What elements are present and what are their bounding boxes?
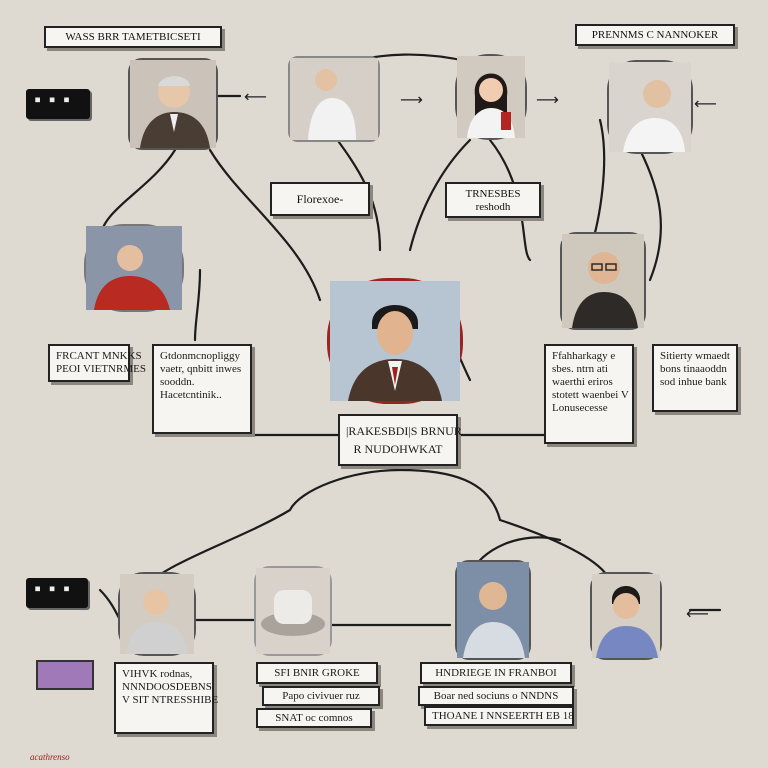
info-box-left-b: Gtdonmcnopliggy vaetr, qnbitt inwes sood… xyxy=(152,344,252,434)
person-illustration-icon xyxy=(457,56,525,138)
info-box-left-b-line: Hacetcntinik.. xyxy=(160,389,222,401)
portrait-man-dark-hair xyxy=(590,572,662,660)
portrait-woman xyxy=(455,54,527,140)
info-box-bottom-right-b: Boar ned sociuns o NNDNS xyxy=(418,686,574,706)
person-illustration-icon xyxy=(86,226,182,310)
title-label-right-text: PRENNMS C NANNOKER xyxy=(591,29,719,41)
label-box-florexoe: Florexoe- xyxy=(270,182,370,216)
info-box-bottom-left-line: VIHVK rodnas, xyxy=(122,668,193,680)
person-illustration-icon xyxy=(562,234,644,328)
info-box-bottom-left: VIHVK rodnas, NNNDOOSDEBNS V SIT NTRESSH… xyxy=(114,662,219,734)
info-box-bottom-right-line: HNDRIEGE IN FRANBOI xyxy=(435,667,557,679)
info-box-bottom-mid-c: SNAT oc comnos xyxy=(256,708,372,728)
info-box-left-a-line: PEOI VIETNRMES xyxy=(56,363,146,375)
info-box-bottom-left-line: NNNDOOSDEBNS xyxy=(122,681,212,693)
info-box-left-b-line: vaetr, qnbitt inwes xyxy=(160,363,242,375)
title-label-right: PRENNMS C NANNOKER xyxy=(575,24,735,46)
info-box-bottom-right-line: Boar ned sociuns o NNDNS xyxy=(433,690,559,702)
person-illustration-icon xyxy=(609,62,691,152)
portrait-bald-man xyxy=(118,572,196,656)
info-box-right-a-line: Ffahharkagy e xyxy=(552,350,616,362)
info-box-right-a-line: Lonusecesse xyxy=(552,402,608,414)
title-label-left-text: WASS BRR TAMETBICSETI xyxy=(65,31,201,43)
info-box-bottom-mid-line: SFI BNIR GROKE xyxy=(274,667,360,679)
center-caption-line: |RAKESBDI|S BRNUR xyxy=(346,424,462,438)
center-caption-box: |RAKESBDI|S BRNUR R NUDOHWKAT xyxy=(338,414,462,466)
purple-tag xyxy=(36,660,94,690)
info-box-right-b-line: Sitierty wmaedt xyxy=(660,350,730,362)
arrow-left-icon: ⟵ xyxy=(686,604,709,623)
person-illustration-icon xyxy=(290,58,378,140)
info-box-bottom-right-c: THOANE I NNSEERTH EB 18 xyxy=(424,706,574,726)
label-box-florexoe-text: Florexoe- xyxy=(296,192,344,206)
dark-badge-bottom: ▪ ▪ ▪ xyxy=(26,578,88,608)
info-box-bottom-mid-line: SNAT oc comnos xyxy=(275,712,353,724)
info-box-right-b: Sitierty wmaedt bons tinaaoddn sod inhue… xyxy=(652,344,738,412)
dark-badge-bottom-text: ▪ ▪ ▪ xyxy=(34,581,71,595)
center-caption-line: R NUDOHWKAT xyxy=(353,442,443,456)
portrait-hat xyxy=(254,566,332,656)
person-illustration-icon xyxy=(592,574,660,658)
hat-illustration-icon xyxy=(256,568,330,654)
info-box-left-b-line: sooddn. xyxy=(160,376,195,388)
info-box-bottom-mid-a: SFI BNIR GROKE xyxy=(256,662,378,684)
person-illustration-icon xyxy=(130,60,216,148)
arrow-right-icon: ⟶ xyxy=(400,90,423,109)
portrait-man-blue xyxy=(455,560,531,660)
portrait-man-glasses xyxy=(560,232,646,330)
dark-badge-top: ▪ ▪ ▪ xyxy=(26,89,90,119)
info-box-bottom-mid-line: Papo civivuer ruz xyxy=(282,690,360,702)
label-box-trnesbes-line: TRNESBES xyxy=(465,188,521,200)
dark-badge-top-text: ▪ ▪ ▪ xyxy=(34,92,71,106)
portrait-seated-figure xyxy=(288,56,380,142)
arrow-right-icon: ⟶ xyxy=(536,90,559,109)
portrait-man-profile xyxy=(607,60,693,154)
info-box-right-a-line: sbes. ntrn ati xyxy=(552,363,608,375)
arrow-left-icon: ⟵ xyxy=(694,94,717,113)
label-box-trnesbes: TRNESBES reshodh xyxy=(445,182,541,218)
info-box-bottom-right-line: THOANE I NNSEERTH EB 18 xyxy=(432,710,574,722)
person-illustration-icon xyxy=(457,562,529,658)
person-illustration-icon xyxy=(120,574,194,654)
portrait-central-figure xyxy=(327,278,463,404)
portrait-older-man xyxy=(128,58,218,150)
info-box-left-a: FRCANT MNKKS PEOI VIETNRMES xyxy=(48,344,146,382)
title-label-left: WASS BRR TAMETBICSETI xyxy=(44,26,222,48)
arrow-left-icon: ⟵ xyxy=(244,87,267,106)
label-box-trnesbes-line: reshodh xyxy=(475,201,511,213)
info-box-right-b-line: sod inhue bank xyxy=(660,376,727,388)
info-box-right-a: Ffahharkagy e sbes. ntrn ati waerthi eri… xyxy=(544,344,634,444)
info-box-right-a-line: stotett waenbei V xyxy=(552,389,629,401)
info-box-bottom-left-line: V SIT NTRESSHIBE xyxy=(122,694,219,706)
info-box-right-b-line: bons tinaaoddn xyxy=(660,363,727,375)
person-illustration-icon xyxy=(330,281,460,401)
artist-signature-text: acathrenso xyxy=(30,752,70,762)
info-box-left-a-line: FRCANT MNKKS xyxy=(56,350,142,362)
artist-signature: acathrenso xyxy=(30,752,70,762)
info-box-right-a-line: waerthi eriros xyxy=(552,376,613,388)
portrait-man-red-jacket xyxy=(84,224,184,312)
info-box-bottom-mid-b: Papo civivuer ruz xyxy=(262,686,380,706)
info-box-bottom-right-a: HNDRIEGE IN FRANBOI xyxy=(420,662,572,684)
info-box-left-b-line: Gtdonmcnopliggy xyxy=(160,350,241,362)
